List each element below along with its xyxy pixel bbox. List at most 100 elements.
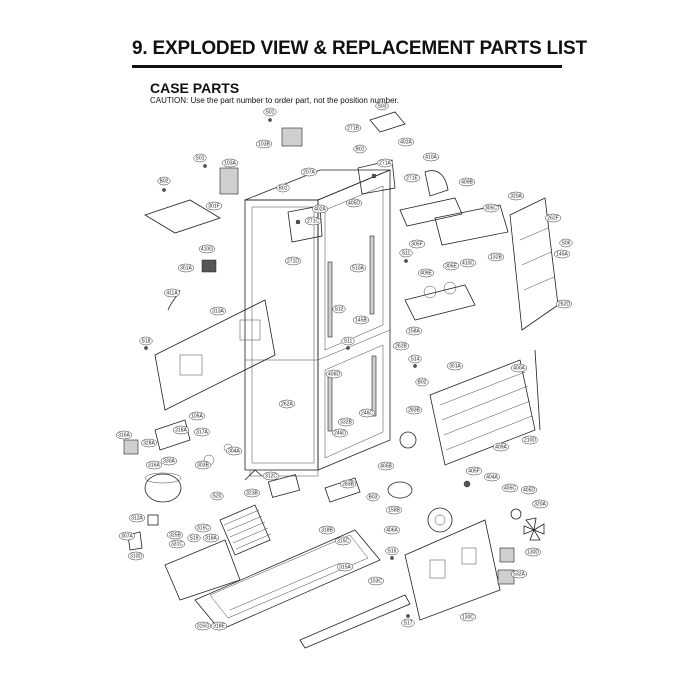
callout-bubble: [127, 551, 145, 561]
callout-bubble: [352, 315, 370, 325]
callout-bubble: [376, 158, 394, 168]
callout-text: 313A: [212, 309, 224, 315]
callout-bubble: [166, 530, 184, 540]
callout-p315c2: 315C: [334, 536, 352, 546]
callout-text: B02: [160, 179, 169, 185]
callout-text: 312C: [265, 474, 277, 480]
callout-bubble: [160, 456, 178, 466]
callout-bubble: [385, 505, 403, 515]
machine-base: [164, 469, 411, 649]
callout-text: S17: [404, 621, 413, 627]
callout-p405f: 405F: [465, 466, 483, 476]
callout-p158a: 158A: [405, 326, 423, 336]
callout-text: 301F: [208, 204, 219, 210]
callout-p405d: 405D: [345, 198, 363, 208]
callout-p325b: 325B: [166, 530, 184, 540]
callout-text: 332B: [340, 420, 352, 426]
part-callouts: S01S03103B271B402AB01S01103A410A271A271E…: [115, 101, 573, 631]
callout-text: B01: [279, 186, 288, 192]
callout-p262b: 262B: [392, 341, 410, 351]
callout-text: 325B: [169, 533, 181, 539]
caution-note: CAUTION: Use the part number to order pa…: [150, 96, 400, 105]
callout-p320a: 320A: [507, 191, 525, 201]
callout-text: 103A: [224, 161, 236, 167]
callout-p402a2: 402A: [311, 204, 329, 214]
callout-bubble: [304, 216, 322, 226]
callout-text: 411A: [166, 291, 178, 297]
callout-bubble: [276, 183, 290, 193]
callout-s11a: S11: [399, 248, 413, 258]
callout-bubble: [263, 107, 277, 117]
callout-text: 262F: [547, 216, 558, 222]
callout-bubble: [459, 258, 477, 268]
callout-p409e: 409E: [417, 268, 435, 278]
rear-duct-panel: [404, 519, 515, 621]
callout-bubble: [334, 536, 352, 546]
callout-s20: S20: [210, 491, 224, 501]
callout-bubble: [555, 299, 573, 309]
callout-b02b: B02: [415, 377, 429, 387]
callout-text: 315G: [197, 624, 209, 630]
callout-bubble: [399, 248, 413, 258]
callout-bubble: [377, 461, 395, 471]
callout-bubble: [311, 204, 329, 214]
callout-text: 207A: [303, 170, 315, 176]
callout-bubble: [465, 466, 483, 476]
callout-text: 246C: [361, 411, 373, 417]
callout-p283b: 283B: [405, 405, 423, 415]
callout-b01b: B01: [276, 183, 290, 193]
callout-s01a: S01: [263, 107, 277, 117]
callout-p409a: 409A: [492, 442, 510, 452]
callout-p271e: 271E: [403, 173, 421, 183]
callout-p318b: 318B: [318, 525, 336, 535]
callout-p323b: 323B: [243, 488, 261, 498]
callout-text: 402A: [400, 140, 412, 146]
callout-p317a: 317A: [193, 427, 211, 437]
callout-s12: S12: [332, 304, 346, 314]
callout-text: 271D: [287, 259, 299, 265]
callout-text: 409A: [495, 445, 507, 451]
callout-p400a: 400A: [510, 363, 528, 373]
callout-p301f: 301F: [205, 201, 223, 211]
callout-p316a2: 316A: [145, 460, 163, 470]
callout-text: 283B: [408, 408, 420, 414]
callout-text: 406D: [328, 372, 340, 378]
callout-text: 283B: [342, 482, 354, 488]
callout-p313a: 313A: [209, 306, 227, 316]
callout-p271d: 271D: [284, 256, 302, 266]
callout-text: 405B: [380, 464, 392, 470]
callout-text: 320A: [510, 194, 522, 200]
callout-bubble: [278, 399, 296, 409]
callout-text: 405C: [504, 486, 516, 492]
callout-s03: S03: [375, 101, 389, 111]
cabinet-body: [244, 169, 391, 477]
callout-p410g: 410G: [198, 244, 216, 254]
callout-p103a: 103A: [221, 158, 239, 168]
callout-text: 406A: [386, 528, 398, 534]
callout-bubble: [221, 158, 239, 168]
control-pcb: [154, 299, 276, 411]
callout-p406a: 406A: [383, 525, 401, 535]
callout-s17: S17: [401, 618, 415, 628]
callout-bubble: [255, 139, 273, 149]
callout-bubble: [482, 203, 500, 213]
callout-p318a: 318A: [172, 425, 190, 435]
callout-bubble: [243, 488, 261, 498]
callout-p130d: 130D: [524, 547, 542, 557]
callout-bubble: [446, 361, 464, 371]
callout-text: 318A: [175, 428, 187, 434]
callout-text: 409B: [461, 180, 473, 186]
callout-p510a: 510A: [349, 263, 367, 273]
callout-bubble: [331, 428, 349, 438]
callout-bubble: [188, 411, 206, 421]
callout-text: 271E: [406, 176, 418, 182]
callout-text: 262A: [281, 402, 293, 408]
callout-text: B01: [356, 147, 365, 153]
callout-p411a: 411A: [163, 288, 181, 298]
section-heading: CASE PARTS: [150, 80, 240, 96]
callout-bubble: [336, 562, 354, 572]
callout-p402a: 402A: [397, 137, 415, 147]
callout-p207a: 207A: [300, 167, 318, 177]
callout-text: 323B: [246, 491, 258, 497]
